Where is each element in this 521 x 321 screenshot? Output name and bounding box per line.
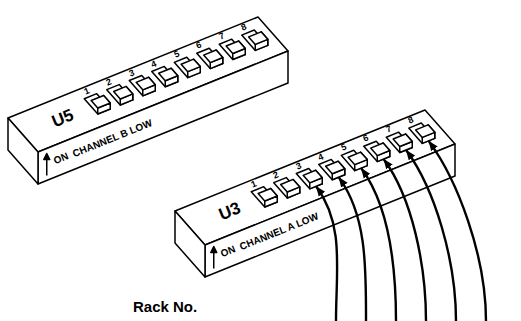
dip-switch: U5ONCHANNEL B LOW bbox=[8, 17, 288, 184]
channel-label: CHANNEL A LOW bbox=[238, 210, 320, 252]
chip-label: U3 bbox=[216, 199, 243, 224]
switch-body bbox=[8, 17, 288, 184]
switch-body bbox=[175, 110, 455, 277]
on-label: ON bbox=[219, 244, 237, 260]
channel-label: CHANNEL B LOW bbox=[71, 117, 154, 159]
rack-label: Rack No. bbox=[133, 299, 197, 316]
on-label: ON bbox=[52, 151, 70, 167]
chip-label: U5 bbox=[49, 106, 76, 131]
dip-switch: U3ONCHANNEL A LOW bbox=[175, 110, 455, 277]
